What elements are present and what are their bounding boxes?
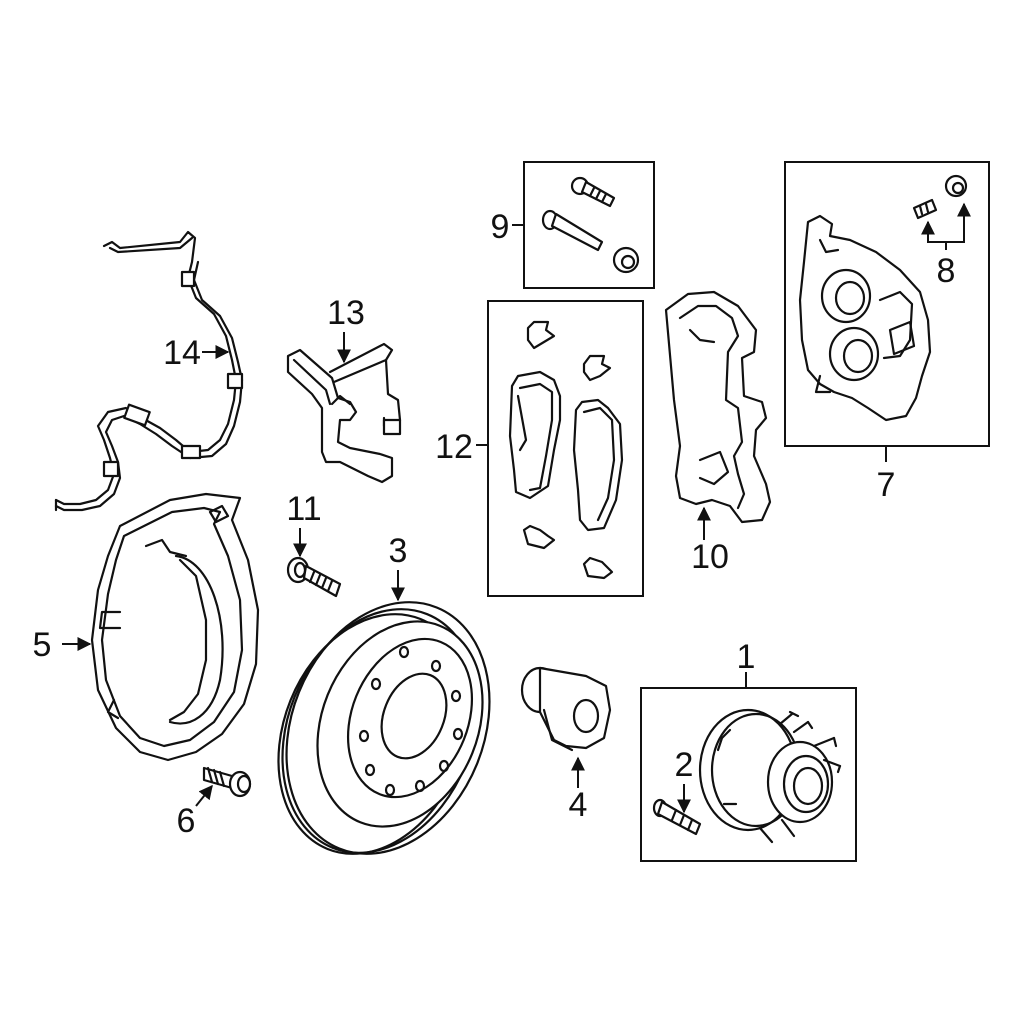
callout-11: 11: [286, 490, 321, 528]
leader-lines: [62, 202, 971, 814]
shield-bolt-drawing: [202, 766, 252, 798]
callout-9: 9: [491, 208, 510, 246]
callout-5: 5: [33, 626, 52, 664]
splash-shield-drawing: [90, 492, 260, 762]
callout-6: 6: [177, 802, 196, 840]
callout-2: 2: [675, 746, 694, 784]
hub-assembly-drawing: [698, 708, 842, 844]
kit-box-1: [640, 687, 857, 862]
callout-3: 3: [389, 532, 408, 570]
hub-spacer-drawing: [520, 666, 612, 752]
abs-sensor-wire-drawing: [54, 230, 244, 512]
caliper-bracket-drawing: [664, 290, 772, 524]
callout-4: 4: [569, 786, 588, 824]
bleeder-screw-drawing: [912, 174, 968, 220]
brake-rotor-drawing: [277, 601, 491, 855]
wheel-stud-drawing: [652, 798, 702, 836]
guide-pin-kit-drawing: [541, 176, 640, 274]
callout-7: 7: [877, 466, 896, 504]
brake-caliper-drawing: [798, 214, 932, 422]
callout-13: 13: [327, 294, 365, 332]
sensor-bracket-drawing: [286, 342, 402, 484]
kit-box-12: [487, 300, 644, 597]
callout-8: 8: [937, 252, 956, 290]
brake-pad-kit-drawing: [508, 320, 624, 580]
callout-1: 1: [737, 638, 756, 676]
callout-14: 14: [163, 334, 201, 372]
callout-12: 12: [435, 428, 473, 466]
callout-10: 10: [691, 538, 729, 576]
caliper-bolt-drawing: [286, 556, 342, 598]
